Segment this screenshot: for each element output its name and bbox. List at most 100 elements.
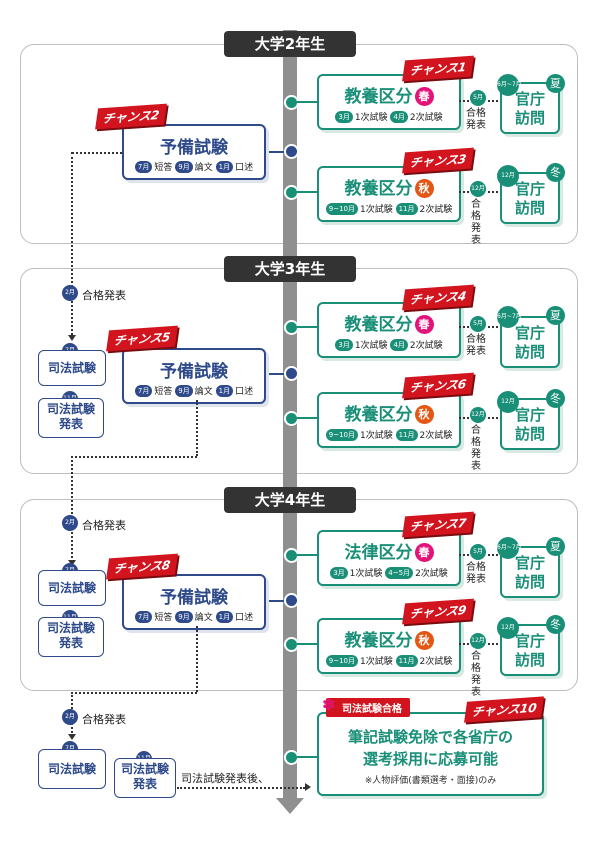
arrow-down (68, 335, 76, 341)
timeline-arrowhead (276, 798, 304, 814)
pass-announce: 合格発表 (82, 713, 126, 726)
spring-badge: 春 (414, 543, 434, 562)
dotted-connector (459, 417, 469, 419)
month-circle: 12月 (470, 181, 486, 197)
arrow-right (305, 783, 311, 791)
card-title: 教養区分秋 (319, 400, 459, 425)
timeline-node (284, 366, 299, 381)
dotted-connector (488, 643, 498, 645)
result-announce: 合格発表 (471, 651, 481, 698)
dotted-connector (488, 191, 498, 193)
office-month: 6月~7月 (497, 306, 522, 328)
spring-badge: 春 (414, 87, 434, 106)
dotted-connector (71, 456, 197, 458)
dotted-connector (459, 554, 469, 556)
card-title: 教養区分春 (319, 82, 459, 107)
office-label: 官庁 (514, 90, 545, 108)
office-label: 訪問 (514, 343, 545, 361)
office-month: 12月 (497, 617, 519, 639)
summer-badge: 夏 (546, 74, 565, 93)
shiho-announce-box[interactable]: 司法試験発表 (38, 617, 104, 657)
result-announce: 合格発表 (466, 334, 486, 357)
office-label: 訪問 (514, 425, 545, 443)
dotted-connector (459, 100, 469, 102)
dotted-connector (488, 554, 498, 556)
card-title: 予備試験 (160, 588, 228, 608)
month-circle: 5月 (470, 316, 486, 332)
final-note: ※人物評価(書類選考・面接)のみ (364, 776, 497, 786)
final-line2: 選考採用に応募可能 (362, 750, 498, 768)
connector (262, 373, 284, 375)
winter-badge: 冬 (546, 615, 565, 634)
office-month: 6月~7月 (497, 74, 522, 96)
shiho-announce-box[interactable]: 司法試験発表 (114, 758, 176, 798)
dotted-connector (459, 191, 469, 193)
card-title: 教養区分秋 (319, 626, 459, 651)
card-schedule: 7月短答 9月論文 1月口述 (124, 384, 264, 397)
year-tab-4: 大学4年生 (224, 487, 356, 513)
timeline-node (284, 593, 299, 608)
office-month: 12月 (497, 391, 519, 413)
month-circle: 2月 (62, 515, 78, 531)
box-label: 発表 (58, 417, 83, 431)
dotted-connector (196, 626, 198, 692)
autumn-badge: 秋 (414, 405, 434, 424)
month-circle: 12月 (470, 633, 486, 649)
spring-badge: 春 (414, 315, 434, 334)
shiho-exam-box[interactable]: 司法試験 (38, 350, 106, 386)
connector (297, 326, 317, 328)
pass-announce: 合格発表 (82, 519, 126, 532)
box-label: 司法試験 (46, 402, 95, 416)
yobi-card[interactable]: 予備試験 7月短答 9月論文 1月口述 (122, 348, 266, 404)
office-label: 官庁 (514, 180, 545, 198)
box-label: 司法試験 (120, 762, 169, 776)
office-label: 官庁 (514, 632, 545, 650)
connector (262, 151, 284, 153)
office-visit-summer[interactable]: 官庁訪問 (500, 316, 560, 368)
office-label: 官庁 (514, 554, 545, 572)
card-title: 教養区分秋 (319, 174, 459, 199)
yobi-card[interactable]: 予備試験 7月短答 9月論文 1月口述 (122, 574, 266, 630)
shiho-exam-box[interactable]: 司法試験 (38, 570, 106, 606)
dotted-connector (459, 326, 469, 328)
summer-badge: 夏 (546, 537, 565, 556)
month-circle: 12月 (470, 407, 486, 423)
card-title: 予備試験 (160, 138, 228, 158)
month-circle: 5月 (470, 544, 486, 560)
result-announce: 合格発表 (471, 199, 481, 246)
office-month: 6月~7月 (497, 537, 522, 559)
shiho-announce-box[interactable]: 司法試験発表 (38, 398, 104, 438)
winter-badge: 冬 (546, 163, 565, 182)
year2-panel (20, 44, 578, 244)
yobi-card[interactable]: 予備試験 7月短答 9月論文 1月口述 (122, 124, 266, 180)
box-label: 司法試験 (46, 621, 95, 635)
office-label: 官庁 (514, 406, 545, 424)
shiho-exam-box[interactable]: 司法試験 (38, 749, 106, 789)
timeline-node (284, 144, 299, 159)
dotted-connector (459, 643, 469, 645)
card-title: 法律区分春 (319, 538, 459, 563)
dotted-connector (488, 417, 498, 419)
dotted-connector (71, 456, 73, 562)
result-announce: 合格発表 (466, 108, 486, 131)
office-month: 12月 (497, 165, 519, 187)
connector (297, 643, 317, 645)
final-opportunity-card[interactable]: 筆記試験免除で各省庁の 選考採用に応募可能 ※人物評価(書類選考・面接)のみ (317, 712, 544, 796)
dotted-connector (71, 692, 197, 694)
dotted-connector (71, 152, 73, 335)
final-line1: 筆記試験免除で各省庁の (347, 728, 513, 746)
autumn-badge: 秋 (414, 179, 434, 198)
connector (297, 756, 317, 758)
year3-panel (20, 268, 578, 474)
arrow-down (68, 734, 76, 740)
dotted-connector (72, 152, 122, 154)
